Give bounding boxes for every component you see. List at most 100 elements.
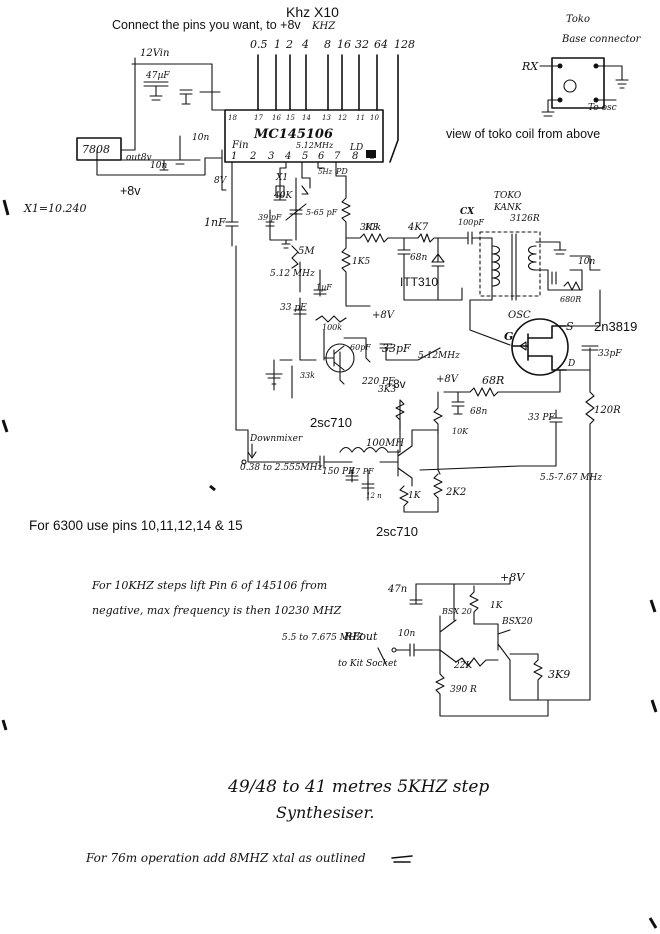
ic-pin-4: 4: [284, 151, 291, 162]
fet-drain-label: D: [567, 359, 575, 369]
ic-pin-18: 18: [228, 114, 237, 122]
osc-r-68r-label: 68R: [482, 374, 504, 387]
ic-ld-label: LD: [349, 143, 363, 153]
cx-value: 100pF: [458, 218, 484, 227]
regulator-7808: [76, 137, 122, 161]
toko-corner-label: Toko: [566, 14, 590, 25]
osc-cap-10n-label: 10n: [578, 257, 595, 267]
cap-68n-label: 68n: [410, 253, 427, 263]
pin9-8v-label: 8V: [214, 176, 228, 186]
pin-weight-2: 2: [285, 38, 293, 51]
xtal-512-label: 5.12 MHz: [270, 269, 315, 279]
rf-socket-label: to Kit Socket: [338, 659, 397, 669]
ic-bottom-pins: 1 2 3 4 5 6 7 8 9: [231, 151, 377, 162]
buffer-r-22k-label: 22K: [453, 661, 473, 671]
ic-pin-1: 1: [231, 151, 237, 162]
toko-base-label: Base connector: [561, 34, 642, 45]
ic-pin-10: 10: [370, 114, 379, 122]
ic-pd-label: PD: [335, 167, 348, 176]
ic-freq-label: 5.12MHz: [296, 141, 334, 150]
fet-type-label: 2n3819: [594, 319, 637, 334]
cap-10n-b-label: 10n: [150, 161, 167, 171]
cap-10n-a-label: 10n: [192, 133, 209, 143]
buffer-r-1k-label: 1K: [490, 601, 504, 611]
toko-rx-label: RX: [521, 60, 539, 73]
fet-gate-label: G: [504, 330, 513, 343]
toko-core-icon: [563, 79, 577, 93]
toko-coil-name: TOKO: [494, 191, 522, 201]
pin-weight-1: 1: [274, 38, 281, 51]
trimmer-565-label: 5-65 pF: [306, 208, 338, 217]
mixer-cap-150-label: 150 PF: [322, 467, 355, 477]
plus8-a-label: +8V: [372, 310, 396, 321]
pin-weight-4: 8: [324, 38, 331, 51]
crystal-x1-label: X1=10.240: [23, 202, 87, 215]
downmixer-freq-label: 0.38 to 2.555MHz: [240, 463, 323, 473]
ic-pin-15: 15: [286, 114, 295, 122]
r-3k3-label: 3K3: [360, 223, 378, 233]
cap-1uf-label: 1µF: [316, 283, 332, 292]
xtal-x1-mark: X1: [275, 173, 288, 183]
mixer-r-3k3-label: 3K3: [378, 385, 396, 395]
plus8v-label: +8v: [120, 184, 141, 198]
osc-r-680-label: 680R: [560, 295, 581, 304]
r-10k-label: 10k: [364, 223, 381, 233]
buffer-freq-label: 5.5 to 7.675 MHZ: [282, 633, 364, 643]
r-100k-label: 100k: [322, 323, 342, 332]
pin-weight-6: 32: [355, 38, 369, 51]
osc-freq-range-label: 5.5-7.67 MHz: [540, 473, 602, 483]
bottom-title-line2: Synthesiser.: [276, 803, 375, 822]
toko-coil-part: 3126R: [510, 214, 540, 224]
loop-filter-wiring: [265, 195, 483, 399]
bottom-note-scribble: [391, 855, 413, 863]
buffer-r-3k9-label: 3K9: [548, 668, 570, 681]
freq-512-label: 5.12MHz: [418, 351, 460, 361]
note-10khz-line2: negative, max frequency is then 10230 MH…: [92, 604, 342, 617]
cap-33pf-b-label: 33pF: [382, 342, 411, 355]
toko-base-view: Toko Base connector RX To osc: [521, 14, 642, 117]
ic-pin-16: 16: [272, 114, 281, 122]
regulator-out-label: out8v: [126, 153, 152, 163]
bottom-title-line1: 49/48 to 41 metres 5KHZ step: [227, 777, 489, 797]
cap-1nf-label: 1nF: [204, 216, 226, 229]
regulator-label: 7808: [82, 143, 110, 156]
power-wiring: [96, 57, 227, 191]
toko-base-outline: [551, 57, 605, 109]
ic-pin-12: 12: [338, 114, 347, 122]
ic-pin-5: 5: [302, 151, 308, 162]
ic-top-pins: 18 17 16 15 14 13 12 11 10: [228, 114, 379, 122]
ic-pin-17: 17: [254, 114, 263, 122]
mixer-inductor-label: 100MH: [366, 438, 404, 449]
mixer-r-2k2-label: 2K2: [445, 487, 466, 498]
ic-name: MC145106: [253, 127, 333, 142]
plus8-b-label: +8v: [386, 377, 406, 391]
note-6300-pins: For 6300 use pins 10,11,12,14 & 15: [29, 518, 243, 533]
header-unit: KHZ: [311, 21, 336, 32]
mixer-r-1k-label: 1K: [408, 491, 422, 501]
buffer-q2-label: BSX20: [501, 617, 533, 627]
varicap-label: ITT310: [400, 275, 438, 289]
cx-label: CX: [460, 207, 475, 217]
cap-47uf-label: 47µF: [145, 71, 170, 81]
osc-r-10k-label: 10K: [452, 427, 469, 436]
buffer-r-390-label: 390 R: [450, 685, 477, 695]
ic-pin-2: 2: [249, 151, 256, 162]
ic-pin-6: 6: [318, 151, 325, 162]
pin-weight-3: 4: [301, 38, 309, 51]
osc-cap-33pf-label: 33pF: [598, 349, 622, 359]
arrow-down-icon: [301, 185, 309, 195]
r-5m-label: 5M: [298, 246, 315, 257]
osc-cap-68n-label: 68n: [470, 407, 487, 417]
fet-2n3819: [511, 318, 569, 376]
toko-coil-symbol: [469, 231, 601, 346]
trim-60pf-label: 60pF: [350, 343, 371, 352]
pin-weight-5: 16: [337, 38, 351, 51]
header-subtitle: Connect the pins you want, to +8v: [112, 18, 301, 32]
pin-weight-labels: 0.5 1 2 4 8 16 32 64 128: [250, 38, 415, 51]
osc-label: OSC: [508, 310, 531, 321]
pd-5hz-label: 5Hz: [318, 168, 333, 176]
ic-pin-8: 8: [352, 151, 358, 162]
buffer-wiring: [377, 577, 549, 717]
oscillator-transistor-q1: [323, 343, 441, 373]
